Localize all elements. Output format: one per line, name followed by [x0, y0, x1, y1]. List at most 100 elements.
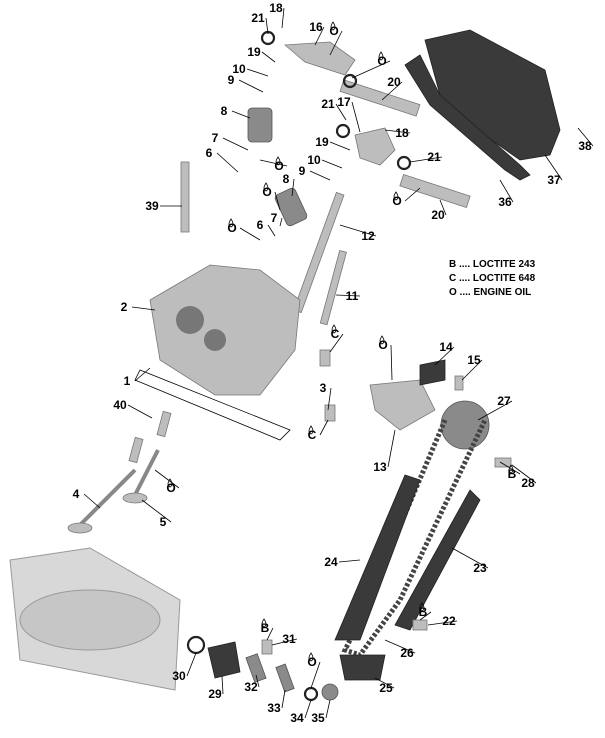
callout-label: 40 — [113, 398, 127, 412]
leader-line — [141, 499, 172, 523]
droplet-icon — [330, 21, 336, 31]
callout-label: 21 — [427, 150, 441, 164]
callout-label: 1 — [124, 374, 131, 388]
leader-line — [261, 51, 276, 63]
callout-label: 23 — [473, 561, 487, 575]
callout-label: 36 — [498, 195, 512, 209]
intake-port — [176, 306, 204, 334]
tensioner-32 — [245, 653, 267, 683]
droplet-icon — [393, 191, 399, 201]
droplet-icon — [379, 335, 385, 345]
leader-line — [335, 103, 347, 121]
leader-line — [404, 187, 421, 202]
leader-line — [325, 699, 331, 719]
leader-line — [279, 217, 283, 227]
rocker-arm-17 — [354, 127, 396, 166]
callout-label: 38 — [578, 139, 592, 153]
callout-label: 20 — [431, 208, 445, 222]
valve-4-head — [67, 522, 93, 534]
callout-label: 6 — [206, 146, 213, 160]
callout-label: 6 — [257, 218, 264, 232]
valve-5 — [133, 449, 160, 496]
callout-label: 9 — [299, 164, 306, 178]
callout-label: 18 — [395, 126, 409, 140]
o-ring — [396, 155, 412, 171]
callout-label: O — [307, 655, 316, 669]
leader-line — [335, 294, 361, 297]
leader-line — [186, 652, 197, 677]
callout-label: 10 — [307, 153, 321, 167]
crank-sprocket-25 — [339, 654, 386, 681]
legend-item-loctite-243: B .... LOCTITE 243 — [449, 259, 536, 270]
droplet-icon — [263, 182, 269, 192]
leader-line — [327, 387, 332, 411]
leader-line — [384, 639, 416, 654]
callout-label: 20 — [387, 75, 401, 89]
callout-label: O — [262, 185, 271, 199]
callout-label: 7 — [271, 211, 278, 225]
callout-label: O — [378, 338, 387, 352]
leader-line — [499, 461, 521, 475]
leader-line — [291, 178, 295, 197]
callout-label: 4 — [73, 487, 80, 501]
callout-label: 10 — [232, 62, 246, 76]
leader-line — [387, 429, 396, 468]
leader-line — [265, 17, 269, 35]
valve-guide — [156, 410, 172, 438]
callout-label: 39 — [145, 199, 159, 213]
screw-15 — [454, 375, 464, 391]
leader-line — [577, 127, 594, 147]
o-ring-30 — [186, 635, 206, 655]
leader-line — [321, 159, 343, 169]
valve-cover-gasket — [404, 54, 531, 181]
leader-line — [259, 159, 288, 167]
leader-line — [310, 661, 321, 689]
leader-line — [329, 30, 343, 56]
leader-line — [246, 68, 269, 77]
leader-line — [127, 404, 153, 419]
valve-4 — [78, 468, 137, 527]
leader-line — [309, 170, 331, 181]
rocker-shaft-upper — [339, 79, 421, 117]
droplet-icon — [228, 218, 234, 228]
exhaust-port — [204, 329, 226, 351]
leader-line — [281, 7, 285, 29]
callout-label: 33 — [267, 701, 281, 715]
leader-line — [461, 359, 483, 381]
o-ring-34 — [303, 686, 319, 702]
screw-28 — [494, 457, 512, 468]
leader-line — [434, 346, 455, 366]
legend-item-loctite-648: C .... LOCTITE 648 — [449, 273, 536, 284]
callout-label: 16 — [309, 20, 323, 34]
dowel-pin — [319, 349, 331, 367]
callout-label: 17 — [337, 95, 351, 109]
leader-line — [83, 493, 101, 509]
callout-label: B — [419, 605, 428, 619]
legend: B .... LOCTITE 243 C .... LOCTITE 648 O … — [449, 258, 535, 300]
droplet-icon — [167, 478, 173, 488]
screw-31 — [261, 639, 273, 655]
droplet-icon — [508, 464, 514, 474]
callout-label: O — [274, 159, 283, 173]
callout-label: O — [329, 24, 338, 38]
callout-label: 29 — [208, 687, 222, 701]
leader-line — [374, 677, 395, 689]
callout-label: 11 — [346, 289, 359, 303]
leader-line — [544, 154, 563, 181]
leader-line — [216, 152, 239, 173]
callout-label: B — [508, 467, 517, 481]
leader-line — [338, 559, 361, 563]
callout-label: 31 — [282, 632, 296, 646]
leader-line — [274, 191, 281, 211]
retainer-14 — [419, 359, 446, 386]
leader-line — [319, 419, 329, 436]
callout-label: C — [308, 428, 317, 442]
leader-line — [351, 60, 391, 79]
callout-label: 2 — [121, 300, 128, 314]
valve-spring — [247, 107, 273, 143]
leader-line — [427, 620, 458, 626]
leader-line — [439, 199, 447, 216]
droplet-icon — [275, 156, 281, 166]
callout-label: 8 — [283, 172, 290, 186]
